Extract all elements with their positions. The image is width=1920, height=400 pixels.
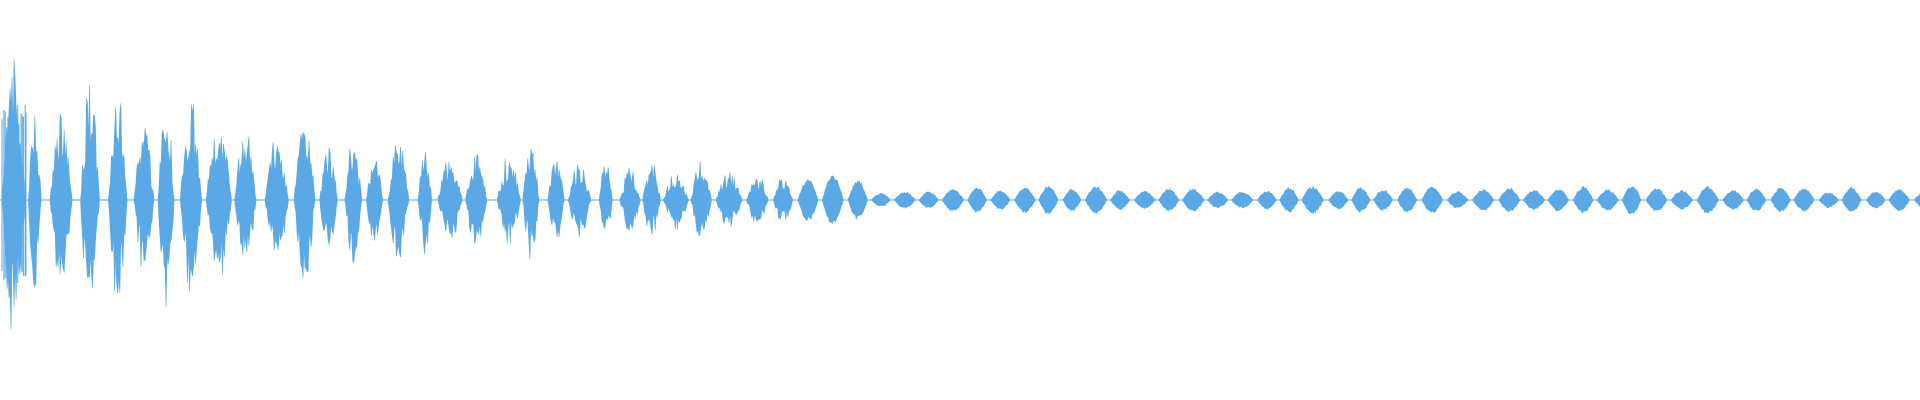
waveform-pulse [387, 145, 410, 258]
waveform-pulse [133, 128, 155, 267]
waveform-pulse [465, 154, 488, 244]
waveform-pulse [1841, 187, 1862, 212]
waveform-pulse [417, 151, 433, 254]
waveform-pulse [49, 113, 73, 275]
waveform-pulse [205, 136, 232, 275]
waveform-pulse [264, 141, 289, 251]
waveform-pulse [293, 132, 316, 278]
waveform-pulse [598, 166, 613, 230]
waveform-pulse [179, 103, 203, 291]
waveform-pulse [567, 164, 592, 238]
waveform-pulse [522, 149, 540, 260]
waveform-pulse [80, 84, 100, 288]
waveform-pulse [365, 161, 384, 241]
waveform-transients [1, 105, 27, 284]
waveform-pulse [28, 116, 42, 288]
waveform-pulse [496, 158, 521, 244]
waveform-pulse [690, 161, 712, 237]
waveform-pulse [619, 167, 641, 231]
waveform-pulse [547, 161, 565, 238]
waveform-pulse [662, 174, 689, 230]
waveform-pulse [344, 148, 363, 264]
waveform-pulse [157, 129, 175, 308]
waveform-pulse [319, 147, 338, 245]
waveform-pulse [108, 103, 128, 294]
waveform-pulse [234, 136, 257, 256]
waveform-pulses [1, 59, 1920, 330]
